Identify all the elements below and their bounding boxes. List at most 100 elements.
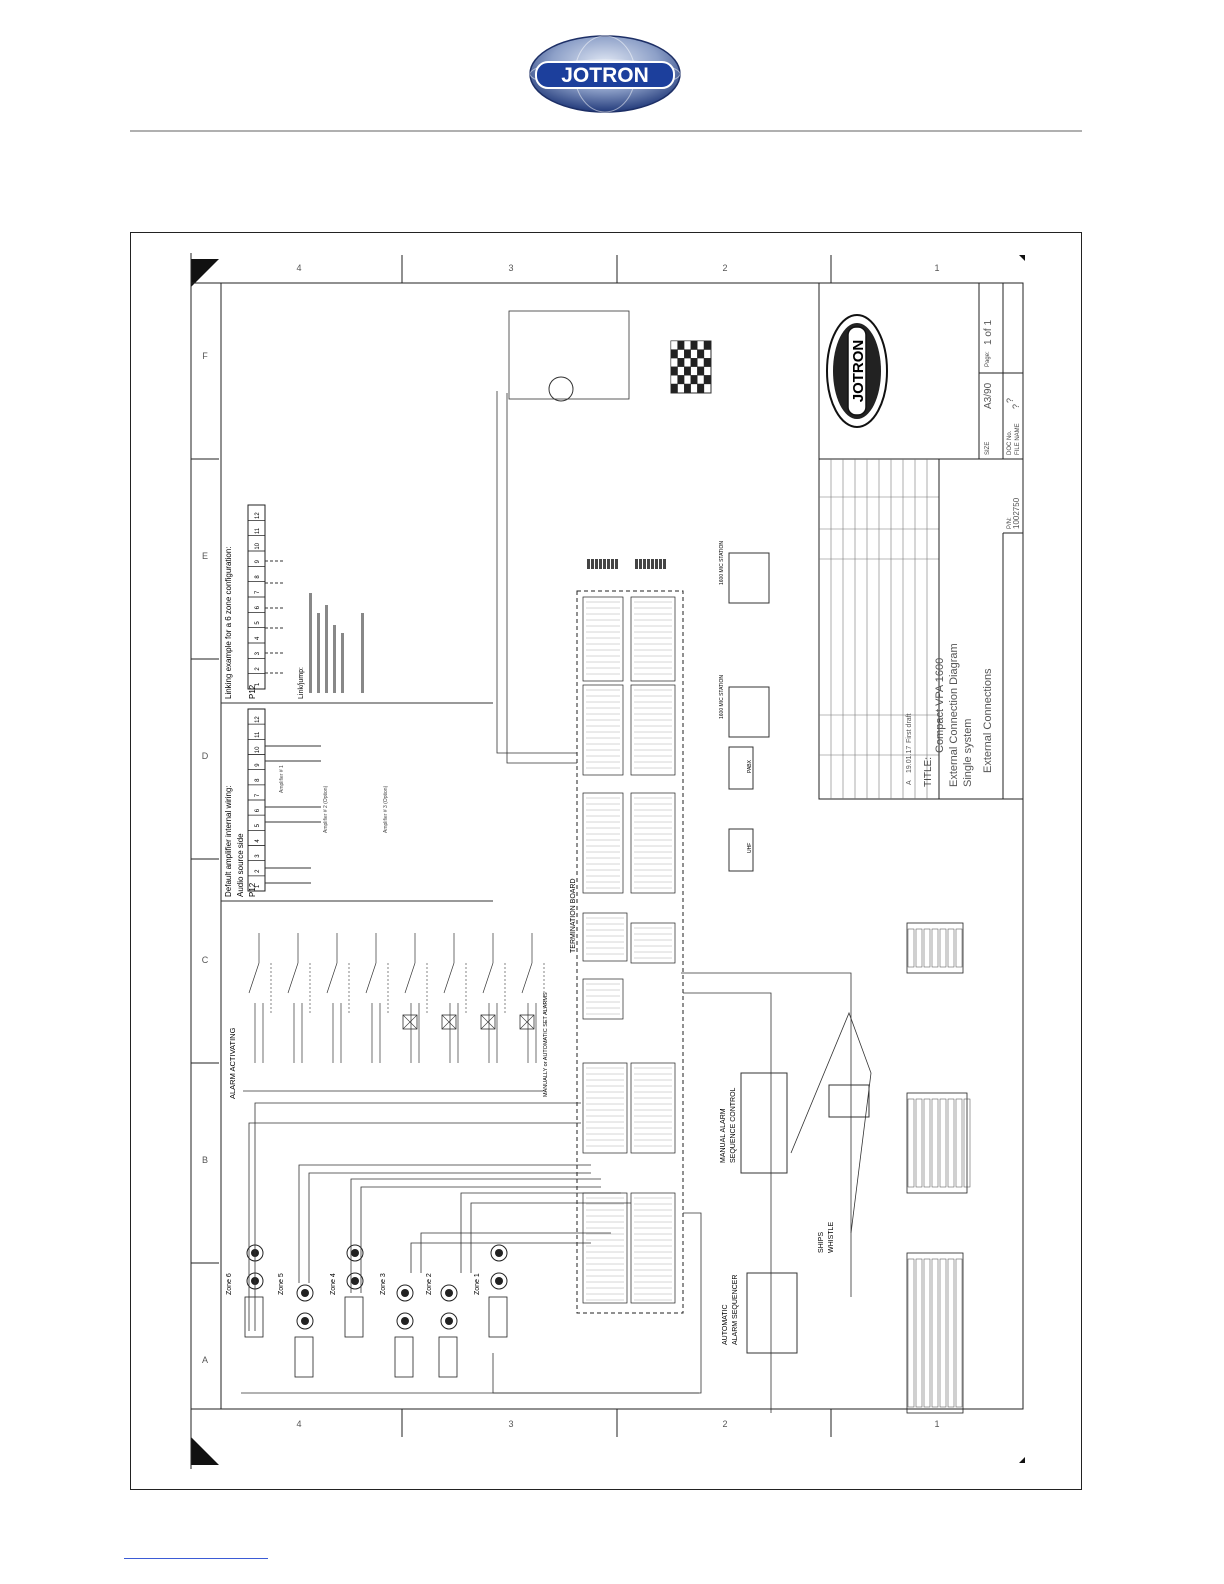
page-label: Page: bbox=[985, 351, 991, 367]
pn-label: P/N: bbox=[1007, 517, 1013, 529]
doc-no-label: DOC No. bbox=[1007, 430, 1013, 455]
grid-col-label: 4 bbox=[296, 263, 301, 273]
title-line: External Connection Diagram bbox=[948, 643, 960, 787]
header-rule bbox=[130, 130, 1082, 132]
p12-pin-number: 11 bbox=[255, 527, 261, 534]
svg-text:ALARM SEQUENCER: ALARM SEQUENCER bbox=[732, 1275, 739, 1345]
link-jump-label: Link/jump: bbox=[298, 667, 305, 699]
grid-col-label: 1 bbox=[934, 1419, 939, 1429]
mic-station-label: 1600 MIC STATION bbox=[719, 541, 725, 585]
grid-col-label: 1 bbox=[934, 263, 939, 273]
title-label: TITLE: bbox=[923, 757, 934, 787]
grid-col-label: 4 bbox=[296, 1419, 301, 1429]
p12-pin-number: 1 bbox=[255, 884, 261, 888]
zone-label: Zone 4 bbox=[330, 1273, 337, 1295]
footer-link-underline bbox=[124, 1558, 268, 1559]
svg-text:Amplifier # 3 (Option): Amplifier # 3 (Option) bbox=[383, 785, 389, 833]
grid-col-label: 3 bbox=[508, 1419, 513, 1429]
p12-pin-number: 7 bbox=[255, 793, 261, 797]
svg-text:JOTRON: JOTRON bbox=[850, 340, 867, 403]
alarm-activating-section: ALARM ACTIVATING MANUALLY or AUTOMATIC S… bbox=[228, 933, 549, 1099]
p12-pin-number: 6 bbox=[255, 808, 261, 812]
logo-text: JOTRON bbox=[561, 64, 649, 87]
p12-pin-number: 9 bbox=[255, 763, 261, 767]
p12-pin-number: 5 bbox=[255, 621, 261, 625]
relay-blocks bbox=[906, 922, 971, 1414]
p12-pin-number: 11 bbox=[255, 731, 261, 738]
svg-text:Amplifier # 2 (Option): Amplifier # 2 (Option) bbox=[323, 785, 329, 833]
p12-pin-number: 1 bbox=[255, 682, 261, 686]
zone-label: Zone 5 bbox=[278, 1273, 285, 1295]
grid-col-label: 2 bbox=[722, 1419, 727, 1429]
ships-whistle-label: SHIPS bbox=[818, 1232, 825, 1253]
default-wiring-title: Default amplifier internal wiring: bbox=[224, 785, 233, 897]
p12-pin-number: 6 bbox=[255, 605, 261, 609]
p12-config-default: Default amplifier internal wiring: Audio… bbox=[221, 702, 493, 902]
p12-pin-number: 5 bbox=[255, 823, 261, 827]
title-line: Compact VPA 1600 bbox=[934, 658, 946, 753]
p12-pin-number: 2 bbox=[255, 869, 261, 873]
grid-row-label: C bbox=[202, 955, 209, 965]
title-line: Single system bbox=[962, 719, 974, 787]
sequence-controls: MANUAL ALARM SEQUENCE CONTROL AUTOMATIC … bbox=[720, 1011, 872, 1354]
auto-seq-label: AUTOMATIC bbox=[722, 1304, 729, 1345]
corner-mark-bottom bbox=[191, 1437, 219, 1465]
p12-pin-number: 3 bbox=[255, 854, 261, 858]
p12-pin-number: 12 bbox=[255, 716, 261, 723]
pabx-label: PABX bbox=[747, 759, 753, 773]
p12-pin-number: 8 bbox=[255, 575, 261, 579]
termination-board: TERMINATION BOARD bbox=[570, 559, 684, 1314]
grid-col-label: 2 bbox=[722, 263, 727, 273]
zone-wiring bbox=[241, 391, 852, 1413]
grid-row-label: B bbox=[202, 1155, 208, 1165]
title-line: External Connections bbox=[982, 668, 994, 773]
connection-diagram: 4 3 2 1 4 3 2 1 F E D C B A Default ampl… bbox=[190, 253, 1025, 1469]
corner-mark-top bbox=[191, 259, 219, 287]
size-value: A3/90 bbox=[983, 382, 994, 409]
p12-label: P12 bbox=[248, 882, 257, 897]
manual-seq-label: MANUAL ALARM bbox=[720, 1108, 727, 1163]
mic-stations: 1600 MIC STATION 1600 MIC STATION PABX U… bbox=[508, 310, 770, 872]
termination-board-label: TERMINATION BOARD bbox=[570, 878, 577, 953]
audio-source-side-label: Audio source side bbox=[236, 833, 245, 897]
p12-pin-number: 4 bbox=[255, 839, 261, 843]
zone-label: Zone 1 bbox=[474, 1273, 481, 1295]
p12-pin-number: 8 bbox=[255, 778, 261, 782]
p12-label: P12 bbox=[248, 684, 257, 699]
manual-auto-alarms-label: MANUALLY or AUTOMATIC SET ALARMS bbox=[543, 992, 549, 1097]
p12-pin-number: 4 bbox=[255, 636, 261, 640]
mic-station-label: 1600 MIC STATION bbox=[719, 675, 725, 719]
rev-letter: A bbox=[906, 780, 913, 785]
speaker-zones: Zone 6 Zone 5 Zone 4 Zone 3 Zone 2 Zone … bbox=[226, 1244, 508, 1378]
size-label: SIZE bbox=[985, 442, 991, 455]
title-block: JOTRON TITLE: Compact VPA 1600 External … bbox=[818, 282, 1024, 800]
pn-value: 1002750 bbox=[1012, 497, 1021, 529]
zone-label: Zone 2 bbox=[426, 1273, 433, 1295]
p12-pin-number: 9 bbox=[255, 559, 261, 563]
grid-row-label: D bbox=[202, 751, 209, 761]
file-name-label: FILE NAME bbox=[1015, 423, 1021, 455]
rev-date: 19.01.17 bbox=[906, 746, 913, 773]
p12-pin-number: 10 bbox=[255, 746, 261, 753]
svg-text:WHISTLE: WHISTLE bbox=[828, 1222, 835, 1253]
page-value: 1 of 1 bbox=[983, 320, 994, 345]
drawing-frame: 4 3 2 1 4 3 2 1 F E D C B A Default ampl… bbox=[130, 232, 1082, 1490]
p12-pin-number: 3 bbox=[255, 651, 261, 655]
alarm-activating-label: ALARM ACTIVATING bbox=[228, 1027, 237, 1099]
p12-config-linking: Linking example for a 6 zone configurati… bbox=[224, 504, 364, 699]
rev-description: First draft bbox=[906, 713, 913, 743]
doc-no-value: ? bbox=[1005, 398, 1015, 403]
grid-col-label: 3 bbox=[508, 263, 513, 273]
uhf-label: UHF bbox=[747, 843, 753, 853]
file-name-value: ? bbox=[1011, 404, 1021, 409]
zone-label: Zone 6 bbox=[226, 1273, 233, 1295]
p12-pin-number: 10 bbox=[255, 542, 261, 549]
p12-pin-number: 2 bbox=[255, 667, 261, 671]
grid-row-label: E bbox=[202, 551, 208, 561]
grid-row-label: F bbox=[202, 351, 208, 361]
jotron-logo: JOTRON bbox=[529, 35, 681, 113]
zone-label: Zone 3 bbox=[380, 1273, 387, 1295]
title-block-logo: JOTRON bbox=[826, 314, 888, 428]
svg-text:SEQUENCE CONTROL: SEQUENCE CONTROL bbox=[730, 1087, 737, 1163]
linking-example-title: Linking example for a 6 zone configurati… bbox=[224, 546, 233, 699]
